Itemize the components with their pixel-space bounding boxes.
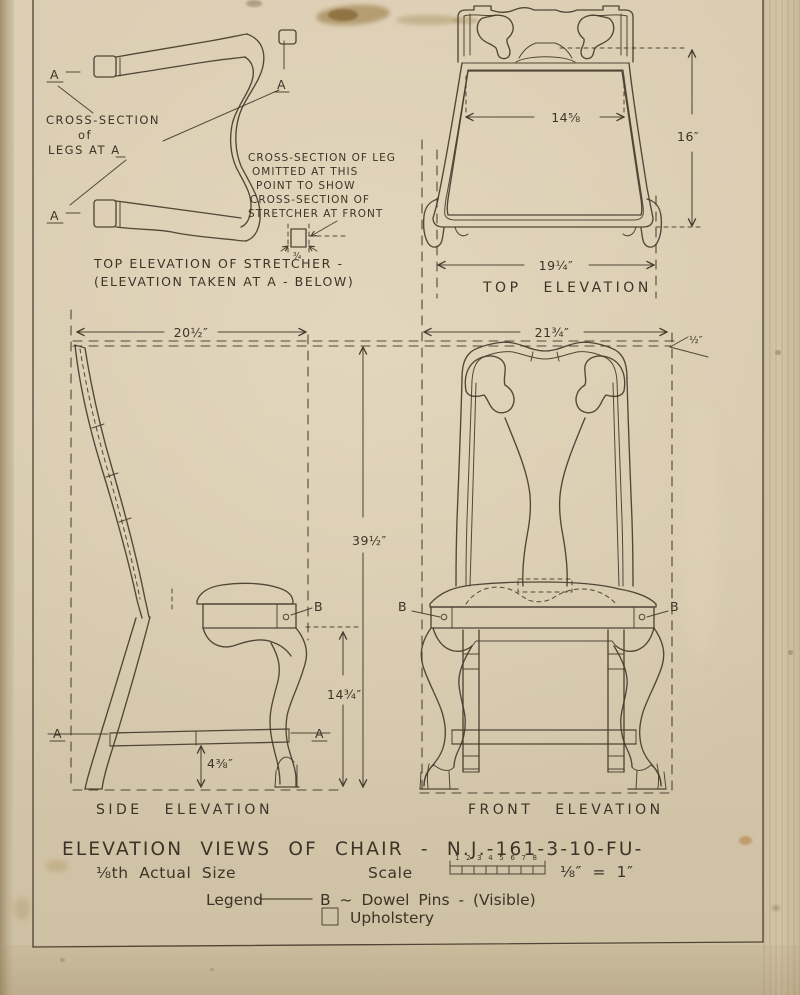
- paper-edge-right: [763, 0, 800, 995]
- leg-cross-section-hatch: [93, 199, 117, 228]
- paper-edge-bottom: [0, 945, 800, 995]
- top-elevation-view: 14⅝ 16″ 19¼″ TOP ELEVATION: [422, 5, 700, 296]
- cross-section-caption-line-1: CROSS-SECTION: [46, 113, 160, 127]
- paper-stain: [246, 0, 262, 7]
- paper-stain: [775, 350, 781, 355]
- dim-label-seat-height: 14¾″: [327, 687, 362, 702]
- note-arrow: [311, 220, 338, 236]
- cross-section-caption-line-3: LEGS AT A: [48, 143, 121, 157]
- paper-stain: [739, 836, 752, 845]
- legend-upholstery-swatch: [321, 907, 339, 926]
- dowel-pin-label: B: [314, 599, 323, 614]
- dim-label-offset: ½″: [689, 334, 703, 346]
- section-label-a: A: [277, 77, 286, 92]
- drawing-title: ELEVATION VIEWS OF CHAIR - N.J.-161-3-10…: [62, 839, 643, 860]
- paper-stain: [788, 650, 793, 655]
- top-elevation-caption: TOP ELEVATION: [482, 280, 652, 296]
- legend-label: Legend: [206, 891, 263, 909]
- dim-label-stretcher-thickness: ¾: [293, 252, 301, 262]
- front-elevation-caption: FRONT ELEVATION: [468, 802, 664, 818]
- dim-label-depth: 16″: [677, 129, 699, 144]
- splat-opening: [575, 355, 626, 414]
- upholstery-fill: [446, 70, 643, 216]
- dim-label-stretcher-height: 4⅜″: [207, 756, 233, 771]
- front-stretcher-cross-section: [290, 228, 307, 248]
- legend-upholstery: Upholstery: [350, 909, 434, 927]
- stretcher-panel-title-line-1: TOP ELEVATION OF STRETCHER -: [93, 256, 344, 271]
- crest-pierced-opening: [577, 14, 615, 60]
- dim-label-front-overall-width: 21¾″: [535, 325, 570, 340]
- dim-label-front-width: 19¼″: [539, 258, 574, 273]
- paper-stain: [396, 15, 460, 25]
- cross-section-caption-line-2: of: [78, 128, 92, 142]
- paper-stain: [328, 9, 358, 21]
- stretcher-note-line-5: STRETCHER AT FRONT: [248, 208, 383, 220]
- legend-dowel-pins: B ~ Dowel Pins - (Visible): [320, 891, 536, 909]
- stretcher-detail-panel: A A A CROSS-SECTION of LEGS AT A CROSS-S…: [46, 29, 396, 289]
- scale-label: Scale: [368, 864, 413, 882]
- section-label-a: A: [50, 67, 59, 82]
- dowel-pin-label: B: [398, 599, 407, 614]
- paper-stain: [452, 17, 478, 24]
- crest-pierced-opening: [476, 14, 514, 60]
- dowel-pin-label: B: [670, 599, 679, 614]
- dowel-pin-marker: [440, 613, 448, 621]
- dowel-pin-marker: [638, 613, 646, 621]
- paper-stain: [60, 958, 65, 962]
- dowel-pin-marker: [282, 613, 290, 621]
- leg-cross-section-hatch: [278, 29, 297, 45]
- sheet-border: [32, 0, 764, 948]
- dim-label-seat-back-width: 14⅝: [551, 110, 581, 125]
- leg-cross-section-hatch: [93, 55, 117, 78]
- scale-note: ⅛th Actual Size: [96, 864, 236, 882]
- section-line-label-a: A: [315, 726, 324, 741]
- front-elevation-view: B B FRONT ELEVATION: [398, 341, 679, 818]
- side-elevation-view: A A B 4⅜″ 39½″ 14¾″ SIDE ELEVATION: [47, 345, 387, 818]
- overall-width-dimensions: 20½″ 21¾″ ½″: [77, 325, 709, 358]
- stretcher-note-line-4: CROSS-SECTION OF: [250, 194, 370, 206]
- splat-opening: [464, 355, 515, 414]
- stretcher-panel-title-line-2: (ELEVATION TAKEN AT A - BELOW): [94, 274, 354, 289]
- paper-stain: [772, 905, 780, 911]
- stretcher-note-line-2: OMITTED AT THIS: [252, 166, 358, 178]
- dim-label-side-depth: 20½″: [174, 325, 209, 340]
- title-block: ELEVATION VIEWS OF CHAIR - N.J.-161-3-10…: [62, 839, 643, 927]
- scale-equation: ⅛″ = 1″: [560, 863, 634, 881]
- paper-stain: [210, 968, 214, 971]
- paper-stain: [46, 860, 68, 872]
- side-elevation-caption: SIDE ELEVATION: [96, 802, 273, 818]
- paper-edge-left: [0, 0, 14, 995]
- dim-label-overall-height: 39½″: [352, 533, 387, 548]
- paper-stain: [14, 898, 30, 920]
- stretcher-note-line-1: CROSS-SECTION OF LEG: [248, 152, 396, 164]
- section-line-label-a: A: [53, 726, 62, 741]
- paper-stain: [680, 400, 720, 660]
- projection-lines: [70, 139, 677, 794]
- section-label-a: A: [50, 208, 59, 223]
- upholstery-seat-side: [196, 582, 294, 605]
- upholstery-seat-front: [429, 581, 657, 608]
- stretcher-note-line-3: POINT TO SHOW: [256, 180, 356, 192]
